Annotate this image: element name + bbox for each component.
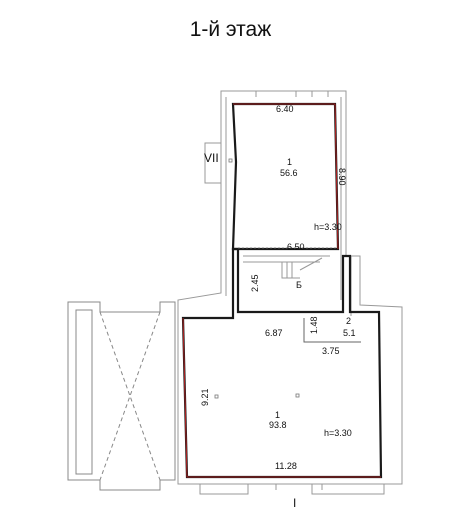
marker-entrance: I (293, 496, 296, 510)
dim-lower-top: 6.87 (265, 328, 283, 338)
dim-lower-bottom: 11.28 (275, 461, 297, 471)
dim-small-width: 3.75 (322, 346, 340, 356)
room-1-lower-height: h=3.30 (324, 428, 352, 438)
room-1-lower-area: 93.8 (269, 420, 287, 430)
room-boundaries (181, 102, 383, 479)
room-1-lower-number: 1 (275, 410, 280, 420)
room-2-number: 2 (346, 316, 351, 326)
marker-window: VII (204, 151, 219, 165)
marker-stair: Б (296, 280, 302, 290)
dim-upper-bottom: 6.50 (287, 242, 305, 252)
dim-upper-top: 6.40 (276, 104, 294, 114)
labels: VII 6.40 1 56.6 8.90 h=3.30 6.50 2.45 Б … (200, 104, 356, 510)
room-1-upper-number: 1 (287, 157, 292, 167)
dim-small-height: 1.48 (309, 316, 319, 334)
dim-upper-right: 8.90 (337, 168, 347, 186)
dim-lower-left: 9.21 (200, 388, 210, 406)
building-outline (177, 90, 403, 495)
center-markers (214, 158, 300, 399)
room-1-upper-area: 56.6 (280, 168, 298, 178)
demolished-structure (67, 301, 176, 491)
dim-stair-height: 2.45 (250, 274, 260, 292)
room-1-upper-height: h=3.30 (314, 222, 342, 232)
plan-title: 1-й этаж (189, 18, 272, 41)
room-2-area: 5.1 (343, 328, 356, 338)
